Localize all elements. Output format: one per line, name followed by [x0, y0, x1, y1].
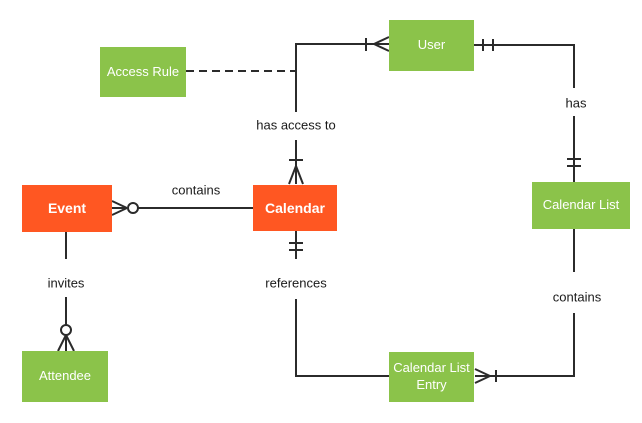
- connector-has: [474, 39, 581, 182]
- entity-user[interactable]: User: [389, 20, 474, 71]
- relationship-label-references: references: [265, 275, 327, 291]
- entity-label: Calendar List Entry: [393, 360, 470, 392]
- entity-label: User: [417, 37, 446, 53]
- entity-label: Calendar List: [542, 197, 620, 213]
- relationship-label-has-access-to: has access to: [256, 117, 336, 133]
- connector-has-access-to: [288, 36, 390, 185]
- entity-event[interactable]: Event: [22, 185, 112, 232]
- exactly-one-ticks-icon: [482, 39, 494, 51]
- zero-circle-icon: [60, 324, 72, 336]
- relationship-label-contains: contains: [552, 289, 602, 305]
- crow-foot-many-icon: [474, 368, 491, 384]
- connector-contains-events: [111, 200, 253, 216]
- connector-line: [295, 43, 374, 112]
- relationship-label-invites: invites: [47, 275, 85, 291]
- entity-label: Event: [47, 200, 87, 217]
- connector-line: [295, 299, 389, 377]
- zero-circle-icon: [127, 202, 139, 214]
- exactly-one-ticks-icon: [567, 158, 581, 167]
- relationship-label-contains: contains: [171, 182, 221, 198]
- connector-line: [474, 44, 575, 88]
- exactly-one-ticks-icon: [289, 242, 303, 251]
- entity-label: Access Rule: [106, 63, 180, 79]
- entity-calendar-list[interactable]: Calendar List: [532, 182, 630, 229]
- connector-invites: [57, 232, 75, 352]
- entity-label: Calendar: [265, 199, 325, 216]
- connector-references: [289, 231, 389, 377]
- connector-contains-entries: [474, 229, 575, 384]
- crow-foot-many-icon: [57, 334, 75, 352]
- crow-foot-many-icon: [111, 200, 128, 216]
- crow-foot-many-icon: [288, 165, 304, 185]
- entity-access-rule[interactable]: Access Rule: [100, 47, 186, 97]
- crow-foot-many-icon: [373, 36, 390, 52]
- connector-line: [490, 313, 575, 377]
- entity-label: Attendee: [38, 368, 92, 384]
- entity-calendar[interactable]: Calendar: [253, 185, 337, 231]
- relationship-label-has: has: [565, 95, 587, 111]
- entity-attendee[interactable]: Attendee: [22, 351, 108, 402]
- entity-calendar-list-entry[interactable]: Calendar List Entry: [389, 352, 474, 402]
